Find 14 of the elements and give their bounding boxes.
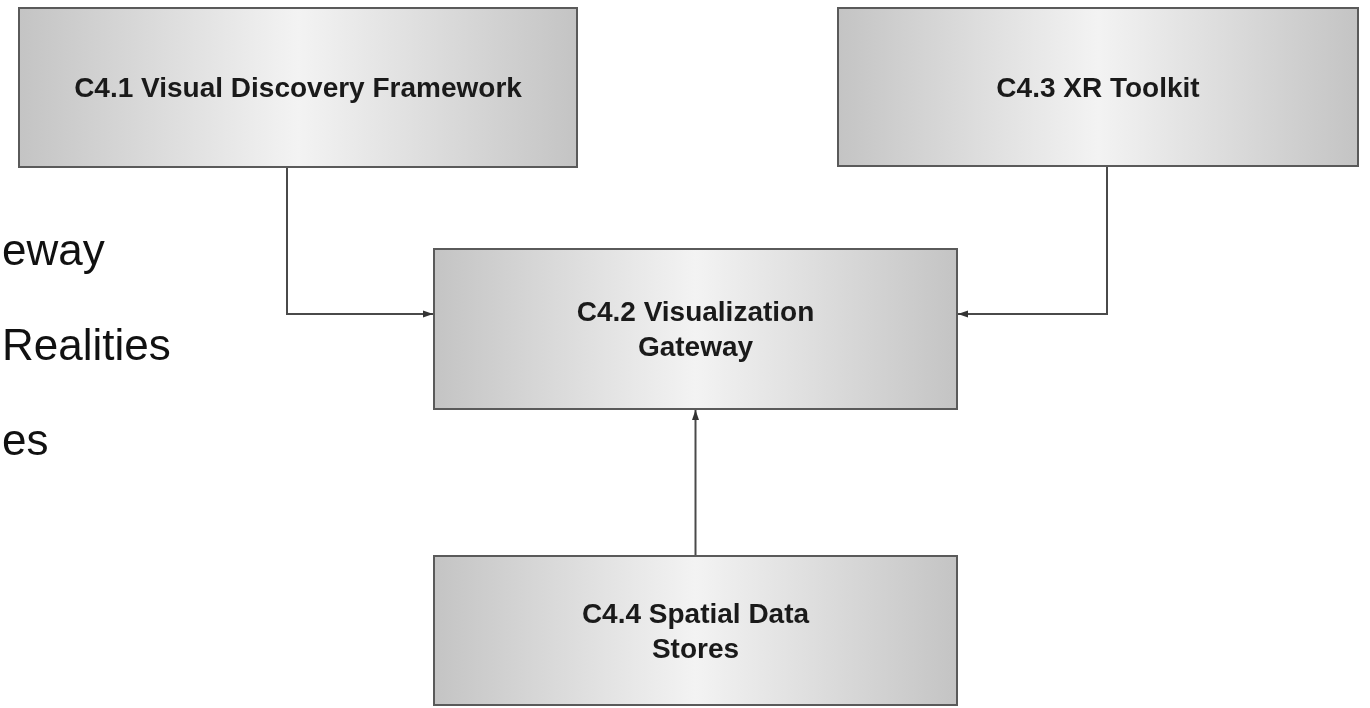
arrow: [692, 409, 699, 556]
process-box: [18, 7, 578, 168]
process-box: [837, 7, 1359, 167]
process-box: [433, 248, 958, 410]
slide-text: eway: [2, 228, 105, 272]
arrow: [286, 167, 434, 318]
slide-text: es: [2, 418, 49, 462]
box-label: C4.2 Visualization Gateway: [575, 295, 816, 364]
box-label: C4.1 Visual Discovery Framework: [74, 71, 522, 105]
box-label: C4.4 Spatial Data Stores: [580, 596, 811, 666]
slide-text: Realities: [2, 323, 171, 367]
arrow: [957, 166, 1108, 318]
process-box: [433, 555, 958, 706]
box-label: C4.3 XR Toolkit: [996, 70, 1200, 105]
